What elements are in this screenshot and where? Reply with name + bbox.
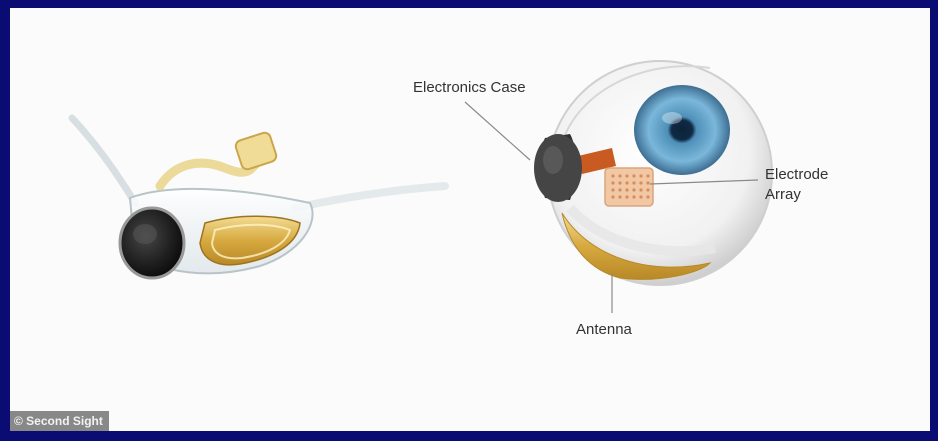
implant-cable-right — [295, 186, 445, 208]
label-antenna: Antenna — [576, 320, 632, 340]
leader-line-electronics-case — [465, 102, 530, 160]
implant-electrode-array — [234, 131, 278, 171]
eye-schematic — [465, 61, 772, 313]
label-electronics-case: Electronics Case — [413, 78, 526, 98]
implant-electronics-disc — [120, 208, 184, 278]
eye-iris — [634, 85, 730, 175]
label-electrode-array: Electrode Array — [765, 165, 828, 205]
implant-cable-left — [72, 118, 135, 203]
implant-device-illustration — [72, 118, 445, 278]
diagram-artwork — [10, 8, 930, 431]
image-credit: © Second Sight — [10, 411, 109, 431]
eye-electrode-array — [605, 168, 653, 206]
diagram-panel: Electronics Case Electrode Array Antenna… — [10, 8, 930, 431]
eye-electronics-case — [534, 134, 582, 202]
